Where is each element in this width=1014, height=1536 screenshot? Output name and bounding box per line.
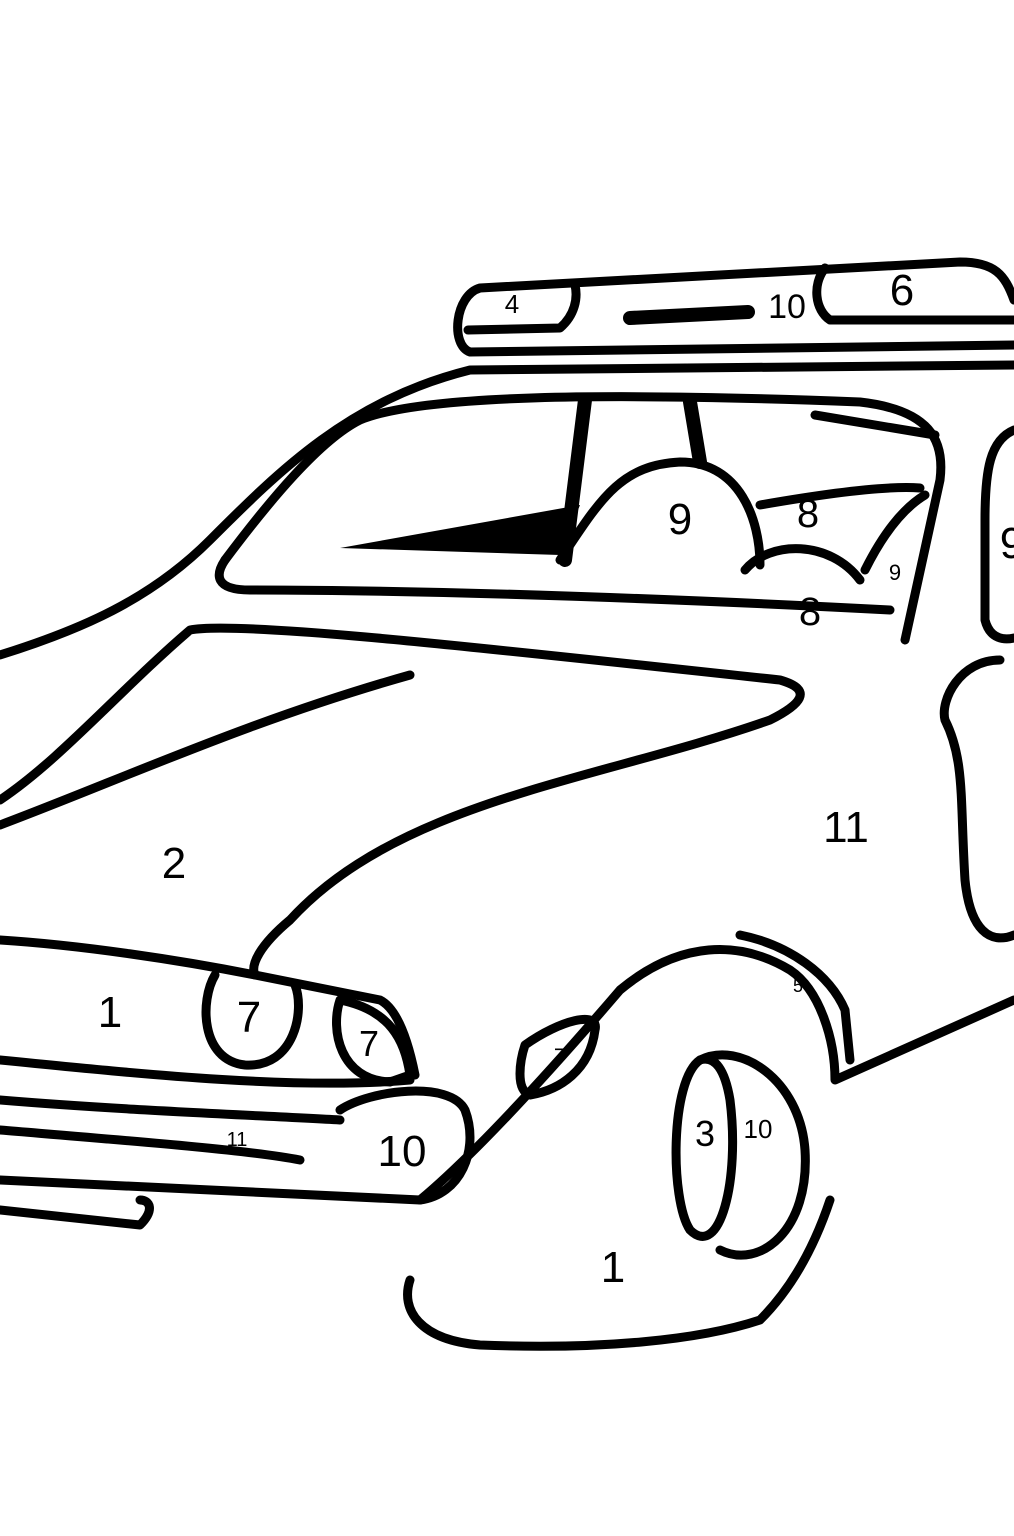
label-headlight-left: 7 <box>237 993 261 1042</box>
label-bumper-strip: 11 <box>227 1129 248 1151</box>
lower-lip <box>0 1195 154 1230</box>
lower-body <box>403 1195 835 1351</box>
label-wheel-arch: 5 <box>793 976 803 996</box>
light-left-outline <box>463 280 581 335</box>
side-marker <box>515 1014 600 1100</box>
label-tire: 10 <box>744 1114 773 1144</box>
label-interior-upper: 8 <box>797 492 819 536</box>
windshield-outline <box>220 392 946 645</box>
steering-wheel <box>740 544 865 585</box>
light-bar-slot <box>623 305 755 325</box>
label-wheel-hub: 3 <box>695 1113 715 1154</box>
interior-line <box>755 410 940 510</box>
label-light-bar: 10 <box>768 288 806 326</box>
seat-outline <box>555 457 765 570</box>
label-headlight-right: 7 <box>359 1023 379 1064</box>
label-lower-body: 1 <box>601 1243 625 1292</box>
hood-outline <box>0 623 805 980</box>
light-bar-outline <box>453 257 1014 357</box>
wheel-arch <box>415 945 1014 1205</box>
label-windshield-right: 9 <box>889 560 901 585</box>
label-side-window: 9 <box>1000 519 1014 568</box>
label-light-right: 6 <box>890 266 914 315</box>
pillar <box>558 393 707 567</box>
windshield-bottom <box>214 555 895 615</box>
wheel-arch-trim <box>735 930 855 1065</box>
bumper-top <box>0 1055 415 1088</box>
roof-outline <box>0 360 1014 660</box>
label-seat: 9 <box>668 495 692 544</box>
label-side-body: 11 <box>823 803 869 852</box>
light-right-outline <box>812 263 1014 325</box>
hood-crease <box>0 670 415 830</box>
label-dashboard: 8 <box>799 590 821 634</box>
grille-outline <box>0 935 420 1080</box>
side-window-outline <box>980 425 1014 644</box>
windshield-right-line <box>860 490 930 575</box>
label-light-left: 4 <box>505 289 519 319</box>
wheel-hub <box>671 1054 738 1241</box>
mirror-outline <box>939 655 1014 943</box>
headlight-left <box>201 970 303 1070</box>
label-hood: 2 <box>162 839 186 888</box>
label-bumper-corner: 10 <box>378 1127 427 1176</box>
interior-shadow <box>340 505 580 555</box>
bumper-corner <box>0 1086 475 1205</box>
label-side-marker: 7 <box>554 1044 566 1069</box>
label-front-grille: 1 <box>98 988 122 1037</box>
bumper-strip <box>0 1095 345 1165</box>
tire-outline <box>695 1050 810 1260</box>
